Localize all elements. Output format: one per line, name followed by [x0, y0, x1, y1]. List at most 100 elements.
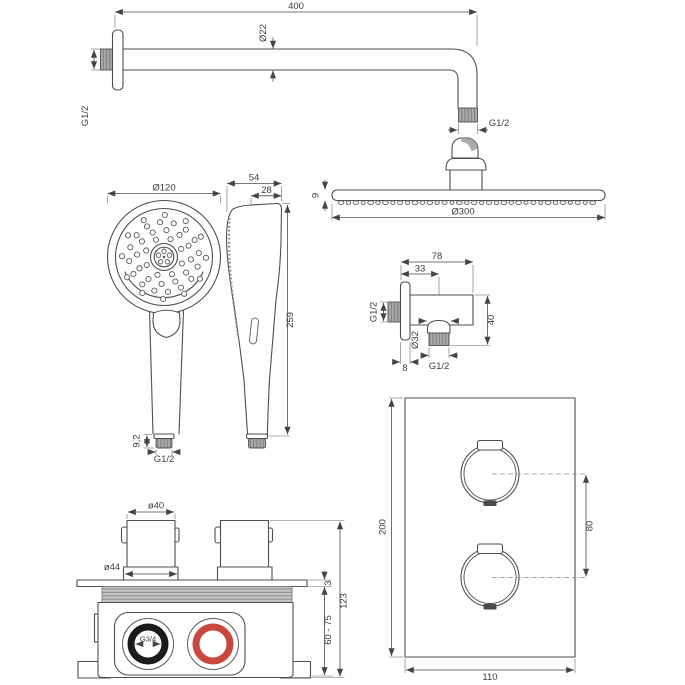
dim-hand-thread-height: 9,2	[132, 434, 143, 447]
nozzle-dot	[479, 200, 485, 205]
nozzle-dot	[127, 244, 134, 251]
nozzle-dot	[559, 200, 567, 205]
valve-mounting-plate	[76, 579, 308, 588]
dim-head-thickness: 9	[311, 193, 322, 198]
head-connector-bell	[445, 157, 487, 171]
arm-tube-inner	[122, 69, 459, 109]
valve-cartridge-left	[120, 519, 180, 581]
nozzle-dot	[464, 200, 470, 205]
dim-plate-width: 110	[482, 672, 497, 683]
hot-ring	[192, 623, 234, 665]
dim-outlet-offset: 33	[415, 264, 426, 275]
nozzle-dot	[144, 223, 151, 230]
nozzle-dot	[157, 219, 164, 226]
dim-outlet-width: 78	[432, 251, 443, 262]
nozzle-dot	[183, 269, 190, 276]
head-connector-body	[449, 169, 483, 192]
nozzle-dot	[152, 236, 160, 243]
nozzle-dot	[181, 290, 188, 297]
outlet-flange	[399, 281, 411, 341]
nozzle-dot	[143, 261, 150, 269]
valve-inlet-cold: G3/4	[122, 618, 174, 670]
nozzle-dot	[133, 232, 140, 239]
nozzle-dot	[337, 200, 345, 205]
nozzle-dot	[441, 200, 448, 205]
nozzle-dot	[187, 256, 194, 263]
nozzle-dot	[589, 200, 597, 205]
dim-arm-length: 400	[288, 1, 304, 12]
nozzle-dot	[168, 271, 176, 278]
nozzle-dot	[177, 284, 184, 291]
cold-ring	[127, 623, 169, 665]
nozzle-dot	[136, 265, 143, 272]
nozzle-dot	[124, 274, 131, 281]
knob-bottom-tab	[483, 500, 497, 506]
nozzle-dot	[405, 200, 411, 205]
nozzle-dot	[411, 200, 419, 205]
nozzle-dot	[149, 229, 156, 236]
dim-outlet-thread: G1/2	[429, 361, 450, 372]
nozzle-dot	[538, 200, 544, 205]
dim-outlet-height: 40	[486, 315, 497, 326]
hub-screw-dots	[155, 248, 173, 265]
nozzle-dot	[191, 237, 198, 244]
handle-collar	[153, 433, 175, 440]
overhead-nozzle-row	[337, 200, 597, 205]
nozzle-dot	[176, 231, 183, 238]
side-face-texture	[227, 217, 240, 339]
nozzle-dot	[182, 226, 189, 233]
nozzle-dot	[544, 200, 552, 205]
outlet-bottom-thread	[428, 332, 450, 346]
nozzle-dot	[185, 242, 192, 249]
dim-valve-total-height: 123	[339, 593, 350, 609]
nozzle-dot	[182, 218, 189, 225]
nozzle-dot	[158, 280, 165, 287]
dim-outlet-flange-thickness: 8	[402, 363, 407, 374]
nozzle-dot	[139, 289, 146, 296]
nozzle-dot	[126, 257, 133, 264]
nozzle-dot	[178, 260, 185, 267]
dim-valve-inlet-thread: G3/4	[140, 635, 156, 644]
outlet-wall-thread	[387, 301, 401, 323]
nozzle-dot	[196, 275, 203, 282]
nozzle-dot	[508, 200, 514, 205]
dim-arm-head-thread: G1/2	[489, 118, 510, 129]
nozzle-dot	[367, 200, 375, 205]
nozzle-dot	[143, 247, 150, 254]
side-handle-thread	[248, 438, 266, 449]
ball-joint-shade	[461, 138, 478, 152]
nozzle-dot	[125, 232, 132, 239]
nozzle-dot	[195, 250, 202, 257]
nozzle-dot	[375, 200, 381, 205]
dim-hand-height: 259	[285, 312, 296, 328]
nozzle-dot	[145, 276, 152, 283]
nozzle-dot	[154, 271, 161, 278]
nozzle-dot	[426, 200, 434, 205]
nozzle-dot	[160, 295, 167, 303]
nozzle-dot	[470, 200, 478, 205]
nozzle-dot	[515, 200, 522, 205]
nozzle-dot	[134, 251, 141, 258]
nozzle-dot	[500, 200, 508, 205]
nozzle-dot	[130, 270, 137, 277]
valve-body-view: ø40 ø44 G3/4	[76, 501, 350, 679]
dim-hand-depth: 54	[249, 173, 260, 184]
nozzle-dot	[419, 200, 426, 205]
nozzle-dot	[345, 200, 351, 205]
nozzle-dot	[390, 200, 396, 205]
nozzle-dot	[434, 200, 440, 205]
valve-seal-strip	[101, 586, 293, 603]
valve-inlet-hot	[187, 618, 239, 670]
nozzle-dot	[170, 220, 177, 227]
nozzle-dot	[178, 245, 185, 253]
nozzle-dot	[161, 211, 168, 219]
nozzle-dot	[485, 200, 493, 205]
knob-top-tab	[476, 543, 504, 555]
arm-tube-outer	[122, 48, 478, 109]
nozzle-dot	[493, 200, 499, 205]
nozzle-dot	[167, 236, 174, 243]
nozzle-dot	[360, 200, 366, 205]
nozzle-dot	[172, 278, 179, 285]
dim-arm-wall-thread: G1/2	[80, 106, 91, 127]
